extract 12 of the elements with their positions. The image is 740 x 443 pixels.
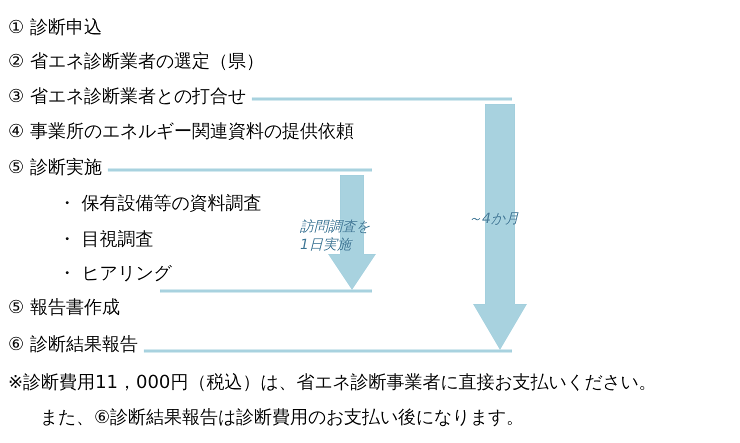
- list-item: ⑤ 診断実施: [8, 156, 102, 180]
- list-item: ① 診断申込: [8, 16, 102, 40]
- list-item: ④ 事業所のエネルギー関連資料の提供依頼: [8, 120, 354, 144]
- bullet-item: ・ 保有設備等の資料調査: [58, 192, 262, 216]
- list-item: ⑤ 報告書作成: [8, 296, 120, 320]
- list-item: ③ 省エネ診断業者との打合せ: [8, 85, 246, 109]
- bullet-item: ・ ヒアリング: [58, 262, 172, 286]
- note-text: ※診断費用11，000円（税込）は、省エネ診断事業者に直接お支払いください。: [8, 371, 656, 395]
- list-item: ② 省エネ診断業者の選定（県）: [8, 50, 264, 74]
- bullet-item: ・ 目視調査: [58, 228, 154, 252]
- list-item: ⑥ 診断結果報告: [8, 333, 138, 357]
- note-text: また、⑥診断結果報告は診断費用のお支払い後になります。: [40, 406, 524, 430]
